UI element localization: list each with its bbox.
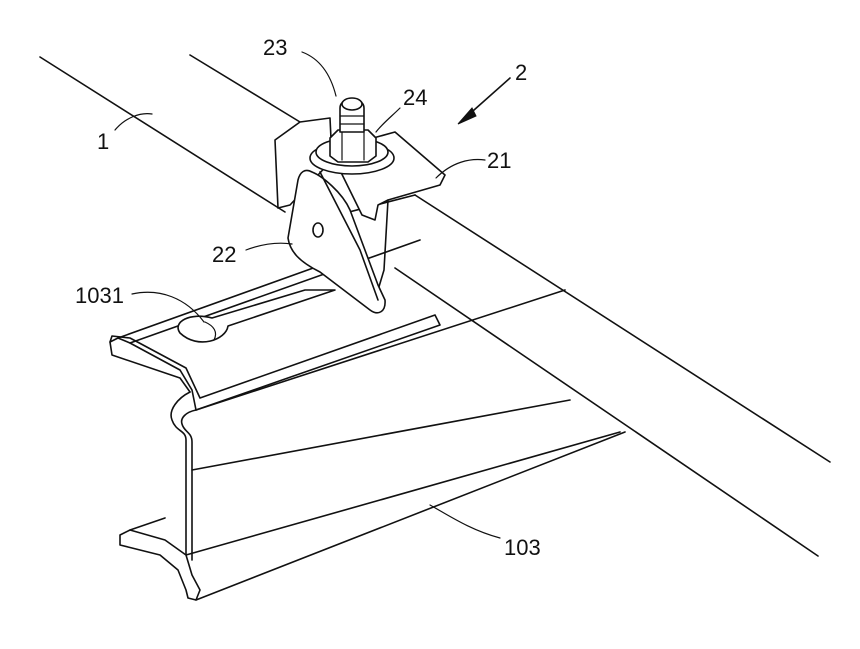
label-24: 24 [403, 85, 427, 110]
bracket-2 [275, 98, 445, 313]
label-103: 103 [504, 535, 541, 560]
label-1: 1 [97, 129, 109, 154]
gusset-hole [313, 223, 323, 237]
label-22: 22 [212, 242, 236, 267]
label-21: 21 [487, 148, 511, 173]
nut [330, 130, 376, 162]
label-1031: 1031 [75, 283, 124, 308]
label-2: 2 [515, 60, 527, 85]
beam-1 [40, 55, 830, 556]
label-23: 23 [263, 35, 287, 60]
